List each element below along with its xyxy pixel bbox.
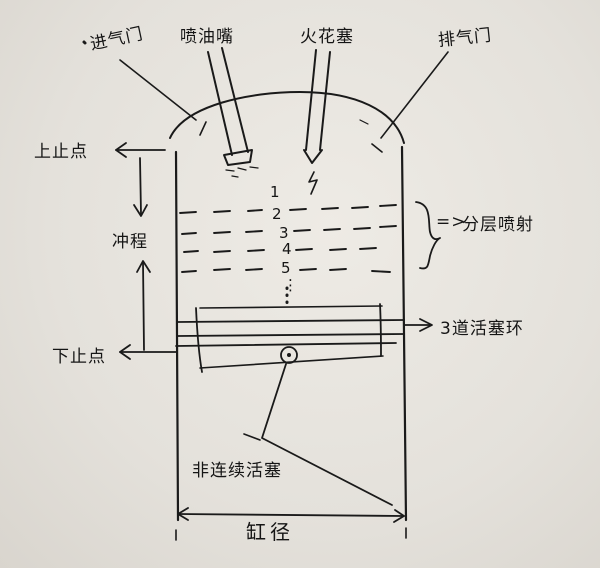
layered-injection-label: 分层喷射 [462, 215, 534, 235]
top-dead-center-label: 上止点 [34, 142, 88, 162]
top-dead-center-marker [115, 142, 166, 158]
intake-valve-leader [119, 59, 207, 136]
bore-dimension [175, 507, 407, 541]
fuel-spray-layers [179, 204, 397, 273]
stroke-dimension [133, 157, 151, 351]
cylinder-left-wall [174, 150, 180, 522]
stroke-label: 冲程 [112, 232, 148, 252]
layer-number-2: 2 [272, 205, 282, 223]
exhaust-valve-leader [359, 51, 449, 153]
cylinder-right-wall [400, 145, 408, 522]
spark-plug [303, 49, 331, 195]
wrist-pin [243, 346, 393, 506]
injector-label: 喷油嘴 [180, 27, 234, 47]
layer-number-1: 1 [270, 183, 280, 201]
injector-nozzle [207, 47, 259, 178]
layer-number-4: 4 [282, 240, 292, 258]
layered-injection-arrow: => [436, 212, 467, 232]
piston [175, 303, 433, 373]
piston-rings-label: 3道活塞环 [440, 319, 524, 339]
layered-injection-bracket [415, 201, 441, 270]
layer-number-more: ⋮ [283, 276, 298, 294]
spark-plug-label: 火花塞 [300, 27, 354, 47]
bottom-dead-center-label: 下止点 [52, 347, 106, 367]
combustion-dome [169, 91, 405, 144]
bottom-dead-center-marker [119, 344, 177, 360]
wrist-pin-label: 非连续活塞 [192, 461, 282, 481]
bore-label: 缸径 [246, 520, 294, 544]
layer-number-3: 3 [279, 224, 289, 242]
layer-number-5: 5 [281, 259, 291, 277]
